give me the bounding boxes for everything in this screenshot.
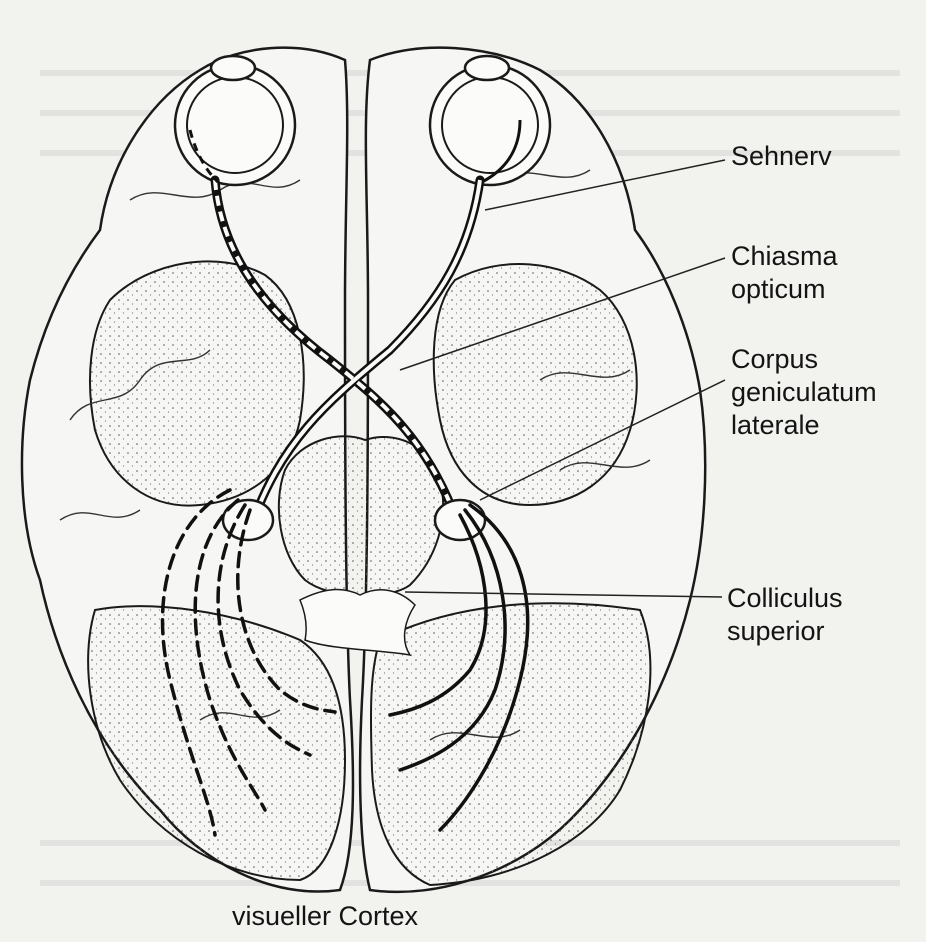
label-visueller-cortex: visueller Cortex <box>232 900 418 933</box>
label-corpus-geniculatum-laterale: Corpus geniculatum laterale <box>731 343 877 442</box>
brainstem <box>279 436 443 595</box>
label-sehnerv: Sehnerv <box>731 140 832 173</box>
label-chiasma-opticum: Chiasma opticum <box>731 240 838 306</box>
label-colliculus-superior: Colliculus superior <box>727 582 843 648</box>
